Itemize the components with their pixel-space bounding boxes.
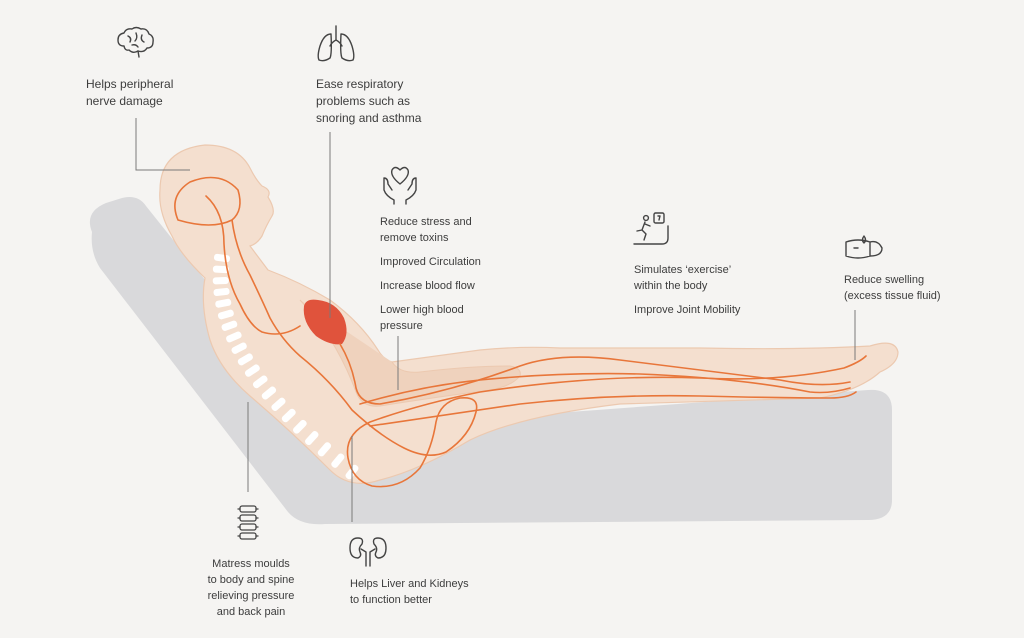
spine-icon (237, 505, 259, 540)
vessel-leg-upper (359, 372, 851, 405)
label-exercise-line-2: within the body (634, 280, 708, 292)
vessel-lines (174, 176, 867, 488)
label-liver-line-2: to function better (350, 594, 432, 606)
label-mattress-line-4: and back pain (216, 606, 286, 618)
label-mattress-line-1: Matress moulds (212, 558, 290, 570)
vertebra (317, 442, 332, 457)
vertebra (252, 375, 268, 389)
label-mattress-line-3: relieving pressure (207, 590, 295, 602)
label-benefits-list: Reduce stress and remove toxins Improved… (380, 214, 481, 334)
vertebra (331, 453, 345, 468)
vertebra (305, 431, 319, 446)
vertebra (244, 364, 260, 377)
vertebra (217, 309, 234, 320)
brain-icon (117, 26, 154, 58)
vessel-heart-down (339, 343, 851, 405)
vertebra (213, 287, 230, 297)
label-blood-pressure-line-2: pressure (380, 320, 423, 332)
label-respiratory-line-1: Ease respiratory (316, 77, 404, 91)
leader-nerve (135, 118, 190, 171)
label-swelling: Reduce swelling (excess tissue fluid) (844, 272, 941, 304)
vertebra (271, 397, 286, 411)
vessel-head-loop (174, 176, 241, 226)
leader-lines (135, 118, 856, 522)
vessel-front (205, 195, 301, 335)
torso-and-legs (159, 144, 899, 484)
label-mattress-line-2: to body and spine (207, 574, 295, 586)
label-swelling-line-2: (excess tissue fluid) (844, 290, 941, 302)
vertebra (212, 265, 229, 274)
label-nerve: Helps peripheral nerve damage (86, 76, 173, 110)
label-blood-flow: Increase blood flow (380, 280, 475, 292)
label-exercise-group: Simulates ‘exercise’ within the body Imp… (634, 262, 740, 318)
lungs-icon (317, 25, 355, 62)
swollen-limb-icon (845, 235, 883, 259)
label-joint: Improve Joint Mobility (634, 304, 741, 316)
label-blood-pressure-line-1: Lower high blood (380, 304, 464, 316)
label-respiratory: Ease respiratory problems such as snorin… (316, 76, 421, 127)
label-stress-line-2: remove toxins (380, 232, 449, 244)
vertebra (231, 342, 247, 354)
vessel-leg-lower (369, 391, 857, 427)
vertebra (293, 419, 307, 434)
label-swelling-line-1: Reduce swelling (844, 274, 925, 286)
label-stress-line-1: Reduce stress and (380, 216, 472, 228)
label-nerve-line-2: nerve damage (86, 94, 163, 108)
label-nerve-line-1: Helps peripheral (86, 77, 174, 91)
kidneys-icon (349, 537, 387, 567)
label-liver: Helps Liver and Kidneys to function bett… (350, 576, 469, 608)
spine (212, 253, 359, 480)
label-exercise-line-1: Simulates ‘exercise’ (634, 264, 732, 276)
vertebra (215, 298, 232, 308)
vertebra (281, 408, 296, 423)
label-liver-line-1: Helps Liver and Kidneys (350, 578, 469, 590)
vessel-main-back (231, 219, 867, 488)
vertebra (237, 353, 253, 366)
mattress (89, 197, 892, 525)
vertebra (212, 277, 229, 285)
label-mattress: Matress moulds to body and spine relievi… (196, 556, 306, 620)
vertebra (226, 331, 242, 343)
heart-in-hands-icon (383, 166, 417, 205)
vertebra (261, 386, 277, 400)
treadmill-runner-icon (633, 212, 669, 245)
label-circulation: Improved Circulation (380, 256, 481, 268)
heart-organ (303, 299, 347, 345)
label-respiratory-line-2: problems such as (316, 94, 411, 108)
vertebra (221, 320, 238, 331)
label-respiratory-line-3: snoring and asthma (316, 111, 422, 125)
